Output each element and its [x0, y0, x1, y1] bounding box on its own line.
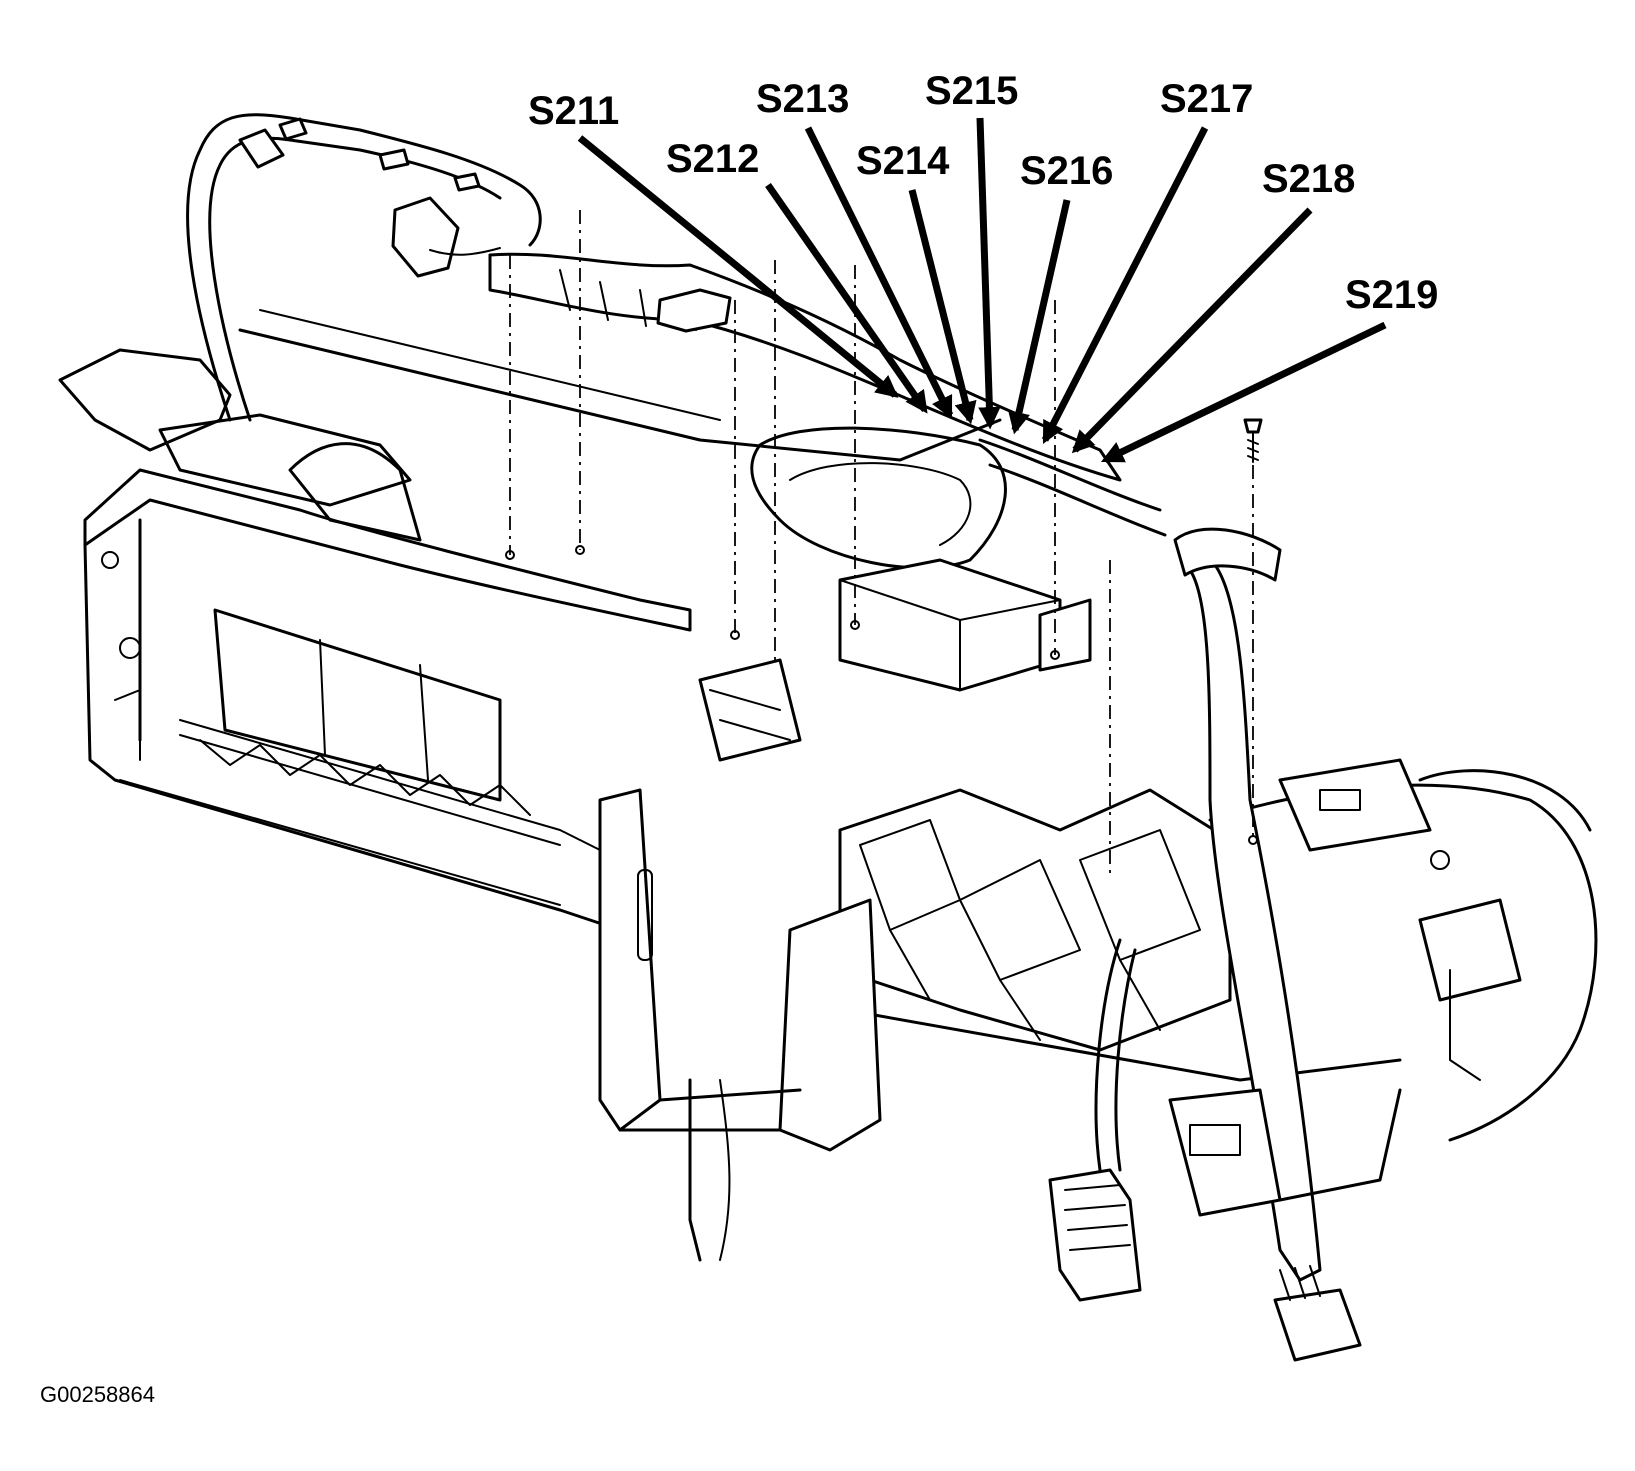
leader-s211 — [577, 135, 899, 398]
leader-s218 — [1071, 207, 1313, 454]
callout-s217: S217 — [1160, 77, 1253, 121]
callout-s218: S218 — [1262, 157, 1355, 201]
leader-s214 — [908, 189, 977, 425]
leader-s217 — [1041, 126, 1209, 444]
instrument-panel-carrier-drawing — [58, 113, 1598, 1362]
callout-s211: S211 — [528, 89, 619, 133]
callout-labels: S211 S212 S213 S214 S215 S216 S217 S218 … — [40, 69, 1438, 1407]
leader-s216 — [1008, 199, 1071, 435]
callout-s213: S213 — [756, 77, 849, 121]
callout-leaders — [577, 117, 1387, 464]
leader-s213 — [804, 126, 954, 420]
leader-s215 — [976, 117, 1001, 430]
callout-s219: S219 — [1345, 273, 1438, 317]
callout-s212: S212 — [666, 137, 759, 181]
figure-id: G00258864 — [40, 1382, 155, 1407]
callout-s216: S216 — [1020, 149, 1113, 193]
callout-s214: S214 — [856, 139, 950, 183]
leader-s212 — [765, 182, 928, 414]
leader-s219 — [1100, 321, 1387, 464]
callout-s215: S215 — [925, 69, 1018, 113]
